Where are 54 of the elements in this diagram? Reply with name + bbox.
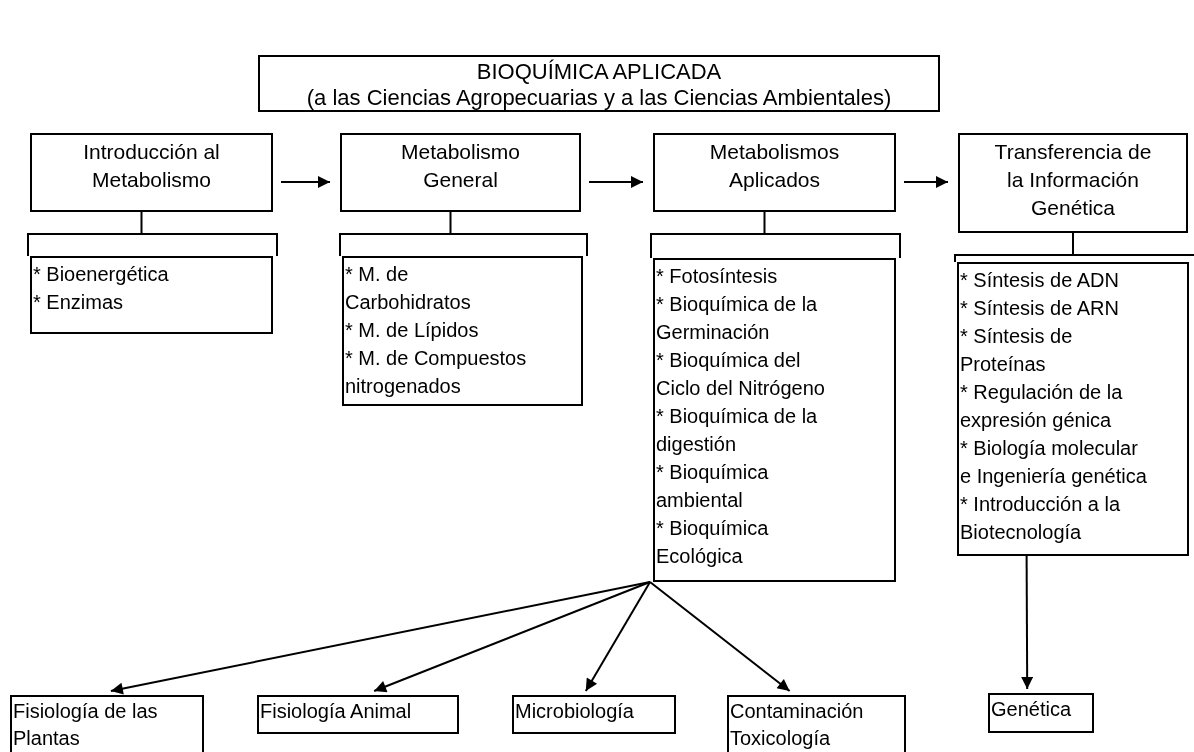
subject-box bbox=[512, 695, 676, 734]
box-label: Contaminación Toxicología bbox=[730, 699, 865, 751]
box-label: Microbiología bbox=[515, 699, 635, 724]
content-list-box bbox=[653, 258, 896, 582]
box-subheading: (a las Ciencias Agropecuarias y a las Ciencias Ambientales) bbox=[305, 85, 893, 111]
box-label: Introducción al Metabolismo bbox=[82, 139, 221, 193]
list-item: * Regulación de la expresión génica bbox=[960, 380, 1124, 433]
bracket-connector bbox=[650, 211, 901, 259]
list-item: * Enzimas bbox=[33, 290, 125, 315]
box-label: Fisiología de las Plantas bbox=[13, 699, 159, 751]
topic-box bbox=[30, 133, 273, 212]
arrow bbox=[373, 581, 651, 693]
arrow bbox=[109, 581, 651, 695]
list-item: * Introducción a la Biotecnología bbox=[960, 492, 1122, 545]
subject-box bbox=[257, 695, 459, 734]
title-box bbox=[258, 55, 940, 112]
list-item: * M. de Compuestos nitrogenados bbox=[345, 346, 528, 399]
list-item: * M. de Carbohidratos bbox=[345, 262, 472, 315]
topic-box bbox=[958, 133, 1188, 233]
list-item: * Biología molecular e Ingeniería genética bbox=[960, 436, 1148, 489]
list-item: * Bioenergética bbox=[33, 262, 170, 287]
arrow bbox=[649, 581, 791, 692]
topic-box bbox=[340, 133, 581, 212]
list-item: * Bioquímica de la Germinación bbox=[656, 292, 819, 345]
box-heading: BIOQUÍMICA APLICADA bbox=[475, 59, 723, 85]
bracket-connector bbox=[339, 211, 588, 257]
list-item: * Bioquímica del Ciclo del Nitrógeno bbox=[656, 348, 826, 401]
subject-box bbox=[10, 695, 204, 752]
arrow bbox=[903, 176, 949, 188]
content-list-box bbox=[30, 256, 273, 334]
list-item: * Bioquímica de la digestión bbox=[656, 404, 819, 457]
content-list-box bbox=[342, 256, 583, 406]
list-item: * Fotosíntesis bbox=[656, 264, 779, 289]
box-label: Transferencia de la Información Genética bbox=[993, 139, 1153, 221]
arrow bbox=[588, 176, 644, 188]
box-label: Metabolismos Aplicados bbox=[708, 139, 841, 193]
list-item: * Síntesis de Proteínas bbox=[960, 324, 1074, 377]
list-item: * Bioquímica Ecológica bbox=[656, 516, 770, 569]
box-label: Metabolismo General bbox=[399, 139, 522, 193]
bracket-connector bbox=[954, 232, 1194, 263]
bracket-connector bbox=[27, 211, 278, 257]
list-item: * Síntesis de ADN bbox=[960, 268, 1120, 293]
arrow bbox=[584, 581, 651, 692]
content-list-box bbox=[957, 262, 1189, 556]
subject-box bbox=[727, 695, 906, 752]
arrow bbox=[280, 176, 331, 188]
arrow bbox=[1021, 555, 1034, 690]
box-label: Fisiología Animal bbox=[260, 699, 413, 724]
box-label: Genética bbox=[991, 697, 1073, 722]
subject-box bbox=[988, 693, 1094, 733]
list-item: * M. de Lípidos bbox=[345, 318, 480, 343]
topic-box bbox=[653, 133, 896, 212]
list-item: * Síntesis de ARN bbox=[960, 296, 1120, 321]
list-item: * Bioquímica ambiental bbox=[656, 460, 770, 513]
